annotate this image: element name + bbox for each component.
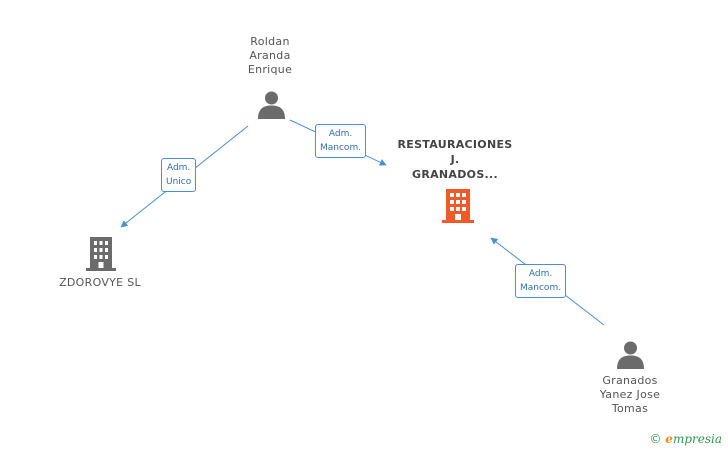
- person-icon[interactable]: [257, 90, 286, 119]
- node-label-line: Aranda: [249, 49, 291, 62]
- node-label-roldan[interactable]: Roldan Aranda Enrique: [220, 35, 320, 77]
- copyright-symbol: ©: [649, 432, 662, 446]
- edge-label-line: Adm.: [328, 129, 353, 139]
- edge-label-line: Mancom.: [520, 283, 562, 293]
- node-label-line: RESTAURACIONES: [397, 138, 513, 151]
- node-label-line: Enrique: [247, 63, 293, 76]
- brand-initial: e: [665, 432, 673, 446]
- edge-label-line: Adm.: [166, 163, 191, 173]
- edge-label-line: Mancom.: [320, 143, 362, 153]
- brand-name: mpresia: [672, 432, 722, 446]
- node-label-line: Yanez Jose: [599, 388, 661, 401]
- node-label-line: Tomas: [611, 402, 649, 415]
- brand-logo: © empresia: [649, 432, 722, 446]
- node-label-zdorovye[interactable]: ZDOROVYE SL: [40, 276, 160, 290]
- node-label-line: Roldan: [250, 35, 290, 48]
- edge-label-line: Unico: [166, 177, 192, 187]
- node-label-line: Granados: [602, 374, 658, 387]
- node-label-line: J.: [450, 153, 460, 166]
- building-icon[interactable]: [86, 237, 116, 271]
- person-icon[interactable]: [616, 340, 645, 369]
- node-label-granados[interactable]: Granados Yanez Jose Tomas: [578, 374, 682, 416]
- node-label-line: ZDOROVYE SL: [59, 276, 141, 289]
- edge-label-line: Adm.: [528, 269, 553, 279]
- edge-label-roldan-to-zdorovye[interactable]: Adm. Unico: [161, 158, 197, 192]
- edge-label-roldan-to-main[interactable]: Adm. Mancom.: [315, 124, 367, 158]
- node-label-main-company[interactable]: RESTAURACIONES J. GRANADOS...: [385, 137, 525, 182]
- node-label-line: GRANADOS...: [412, 168, 498, 181]
- edge-label-granados-to-main[interactable]: Adm. Mancom.: [515, 264, 567, 298]
- building-icon[interactable]: [442, 189, 474, 223]
